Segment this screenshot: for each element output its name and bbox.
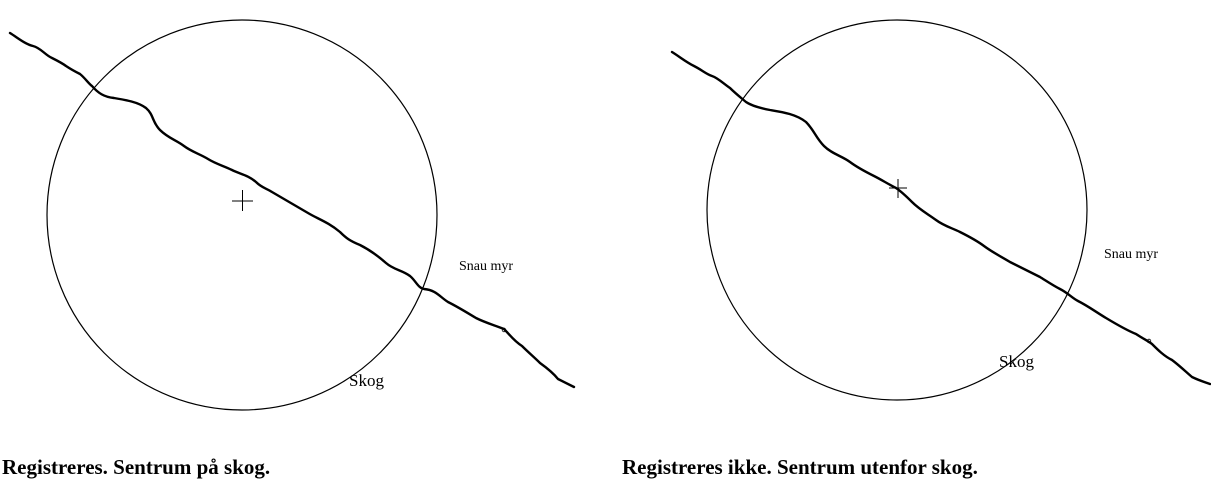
center-plus-icon [889,179,907,198]
panel-2: Snau myr Skog [670,19,1211,401]
panel-1: Snau myr Skog [8,19,576,411]
label-snau-myr: Snau myr [459,259,513,274]
label-skog: Skog [349,371,384,390]
label-skog: Skog [999,352,1034,371]
line-endpoint-mark [1146,338,1152,344]
center-plus-icon [232,190,253,211]
caption-left: Registreres. Sentrum på skog. [2,455,271,479]
label-snau-myr: Snau myr [1104,247,1158,262]
line-endpoint-mark [501,327,507,333]
boundary-line [670,50,1211,386]
boundary-line [8,31,576,389]
sample-plot-circle [46,19,438,411]
caption-right: Registreres ikke. Sentrum utenfor skog. [622,455,978,479]
sample-plot-circle [706,19,1088,401]
